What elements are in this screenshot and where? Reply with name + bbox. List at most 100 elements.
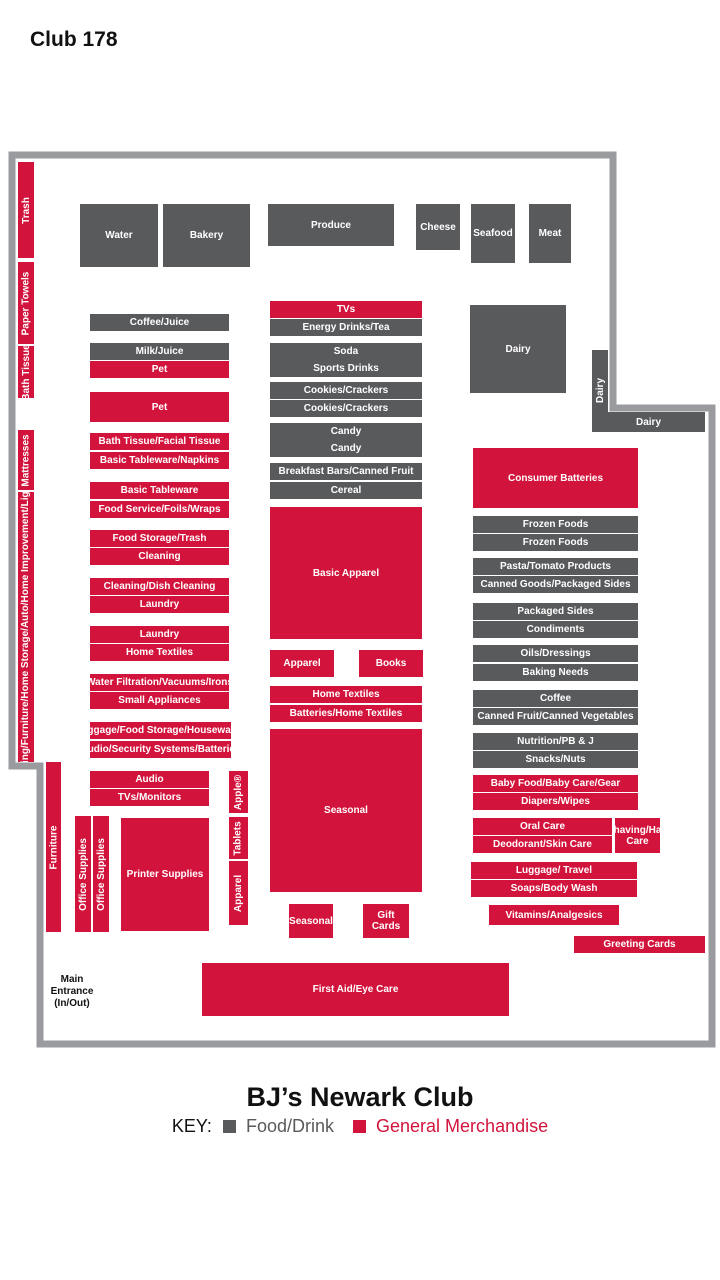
section-nutrition-pb-j: Nutrition/PB & J xyxy=(473,733,638,750)
section-shaving-hair-care: Shaving/Hair Care xyxy=(615,818,660,853)
store-name: BJ’s Newark Club xyxy=(246,1082,474,1112)
section-label: Coffee xyxy=(539,693,572,704)
section-label: Pet xyxy=(151,401,168,413)
section-label: Trash xyxy=(20,196,32,224)
section-vitamins-analgesics: Vitamins/Analgesics xyxy=(489,905,619,925)
section-label: Bakery xyxy=(189,230,224,241)
section-milk-juice: Milk/Juice xyxy=(90,343,229,360)
section-energy-drinks-tea: Energy Drinks/Tea xyxy=(270,319,422,336)
section-label: Deodorant/Skin Care xyxy=(493,839,592,850)
general-merchandise-swatch-icon xyxy=(353,1120,366,1133)
section-food-storage-trash: Food Storage/Trash xyxy=(90,530,229,547)
section-paper-towels: Paper Towels xyxy=(18,262,34,344)
section-dairy: Dairy xyxy=(592,412,705,432)
key-food-label: Food/Drink xyxy=(245,1116,334,1136)
section-label: Cookies/Crackers xyxy=(303,385,389,396)
section-label: TVs xyxy=(336,304,356,315)
section-label: Bath Tissue/Facial Tissue xyxy=(98,436,221,447)
section-label: Batteries/Home Textiles xyxy=(289,708,403,719)
section-label: Seasonal xyxy=(324,805,368,816)
section-label: Shaving/Hair Care xyxy=(615,824,660,847)
club-number-label: Club 178 xyxy=(30,28,118,51)
section-candy: Candy xyxy=(270,423,422,440)
section-laundry: Laundry xyxy=(90,596,229,613)
section-seasonal: Seasonal xyxy=(289,904,333,938)
section-cleaning-dish-cleaning: Cleaning/Dish Cleaning xyxy=(90,578,229,595)
section-bakery: Bakery xyxy=(163,204,250,267)
section-furniture: Furniture xyxy=(46,762,61,932)
section-label: Greeting Cards xyxy=(603,939,676,950)
section-oils-dressings: Oils/Dressings xyxy=(473,645,638,662)
section-label: Soda xyxy=(333,346,359,357)
section-label: Home Textiles xyxy=(312,689,380,700)
section-candy: Candy xyxy=(270,440,422,457)
section-canned-fruit-canned-vegetables: Canned Fruit/Canned Vegetables xyxy=(473,708,638,725)
section-label: Candy xyxy=(330,443,362,454)
section-home-textiles: Home Textiles xyxy=(270,686,422,703)
section-label: Food Storage/Trash xyxy=(112,533,207,544)
section-label: Paper Towels xyxy=(20,271,32,335)
section-canned-goods-packaged-sides: Canned Goods/Packaged Sides xyxy=(473,576,638,593)
section-label: Luggage/Food Storage/Housewares xyxy=(90,725,231,736)
section-label: Coffee/Juice xyxy=(129,317,190,328)
section-label: Basic Tableware xyxy=(120,485,199,496)
section-label: Cheese xyxy=(420,221,456,233)
section-printer-supplies: Printer Supplies xyxy=(121,818,209,931)
section-sports-drinks: Sports Drinks xyxy=(270,360,422,377)
section-label: Cookies/Crackers xyxy=(303,403,389,414)
section-meat: Meat xyxy=(529,204,571,263)
section-seasonal: Seasonal xyxy=(270,729,422,892)
section-label: Bath Tissue xyxy=(20,346,32,398)
section-apple: Apple® xyxy=(229,771,248,813)
section-oral-care: Oral Care xyxy=(473,818,612,835)
section-audio: Audio xyxy=(90,771,209,788)
section-cookies-crackers: Cookies/Crackers xyxy=(270,382,422,399)
section-label: Office Supplies xyxy=(77,837,89,911)
section-label: Breakfast Bars/Canned Fruit xyxy=(278,466,414,477)
section-baby-food-baby-care-gear: Baby Food/Baby Care/Gear xyxy=(473,775,638,792)
section-cookies-crackers: Cookies/Crackers xyxy=(270,400,422,417)
section-label: Cleaning/Dish Cleaning xyxy=(103,581,216,592)
store-wall xyxy=(8,151,716,1048)
section-seafood: Seafood xyxy=(471,204,515,263)
section-label: Home Textiles xyxy=(125,647,194,658)
section-label: Packaged Sides xyxy=(517,606,594,617)
section-cheese: Cheese xyxy=(416,204,460,250)
section-trash: Trash xyxy=(18,162,34,258)
section-label: Dairy xyxy=(594,377,606,403)
section-label: Gift Cards xyxy=(371,910,401,932)
section-label: Pet xyxy=(151,364,168,375)
section-label: Consumer Batteries xyxy=(507,472,604,484)
section-label: Cleaning xyxy=(138,551,181,562)
section-produce: Produce xyxy=(268,204,394,246)
section-label: Basic Apparel xyxy=(312,567,380,579)
section-label: Luggage/ Travel xyxy=(515,865,593,876)
section-label: Water xyxy=(105,230,133,241)
section-label: Produce xyxy=(310,219,351,231)
section-batteries-home-textiles: Batteries/Home Textiles xyxy=(270,705,422,722)
section-gift-cards: Gift Cards xyxy=(363,904,409,938)
map-key: KEY: Food/Drink General Merchandise xyxy=(0,1116,720,1137)
section-breakfast-bars-canned-fruit: Breakfast Bars/Canned Fruit xyxy=(270,463,422,480)
section-office-supplies: Office Supplies xyxy=(93,816,109,932)
section-deodorant-skin-care: Deodorant/Skin Care xyxy=(473,836,612,853)
section-tvs-monitors: TVs/Monitors xyxy=(90,789,209,806)
section-frozen-foods: Frozen Foods xyxy=(473,516,638,533)
section-label: Meat xyxy=(538,228,562,239)
section-label: Vitamins/Analgesics xyxy=(505,909,603,921)
section-label: Audio xyxy=(135,774,164,785)
section-dairy: Dairy xyxy=(592,350,608,430)
section-food-service-foils-wraps: Food Service/Foils/Wraps xyxy=(90,501,229,518)
section-label: Canned Fruit/Canned Vegetables xyxy=(477,711,634,722)
section-label: Nutrition/PB & J xyxy=(517,736,594,747)
section-label: Soaps/Body Wash xyxy=(510,883,598,894)
section-apparel: Apparel xyxy=(229,861,248,925)
main-entrance-label: Main Entrance (In/Out) xyxy=(50,974,94,1009)
section-label: Furniture xyxy=(48,825,60,869)
section-label: Mattresses xyxy=(20,433,32,487)
section-greeting-cards: Greeting Cards xyxy=(574,936,705,953)
section-home-textiles: Home Textiles xyxy=(90,644,229,661)
section-label: Candy xyxy=(330,426,362,437)
section-label: Food Service/Foils/Wraps xyxy=(98,504,221,515)
section-label: Baby Food/Baby Care/Gear xyxy=(490,778,621,789)
